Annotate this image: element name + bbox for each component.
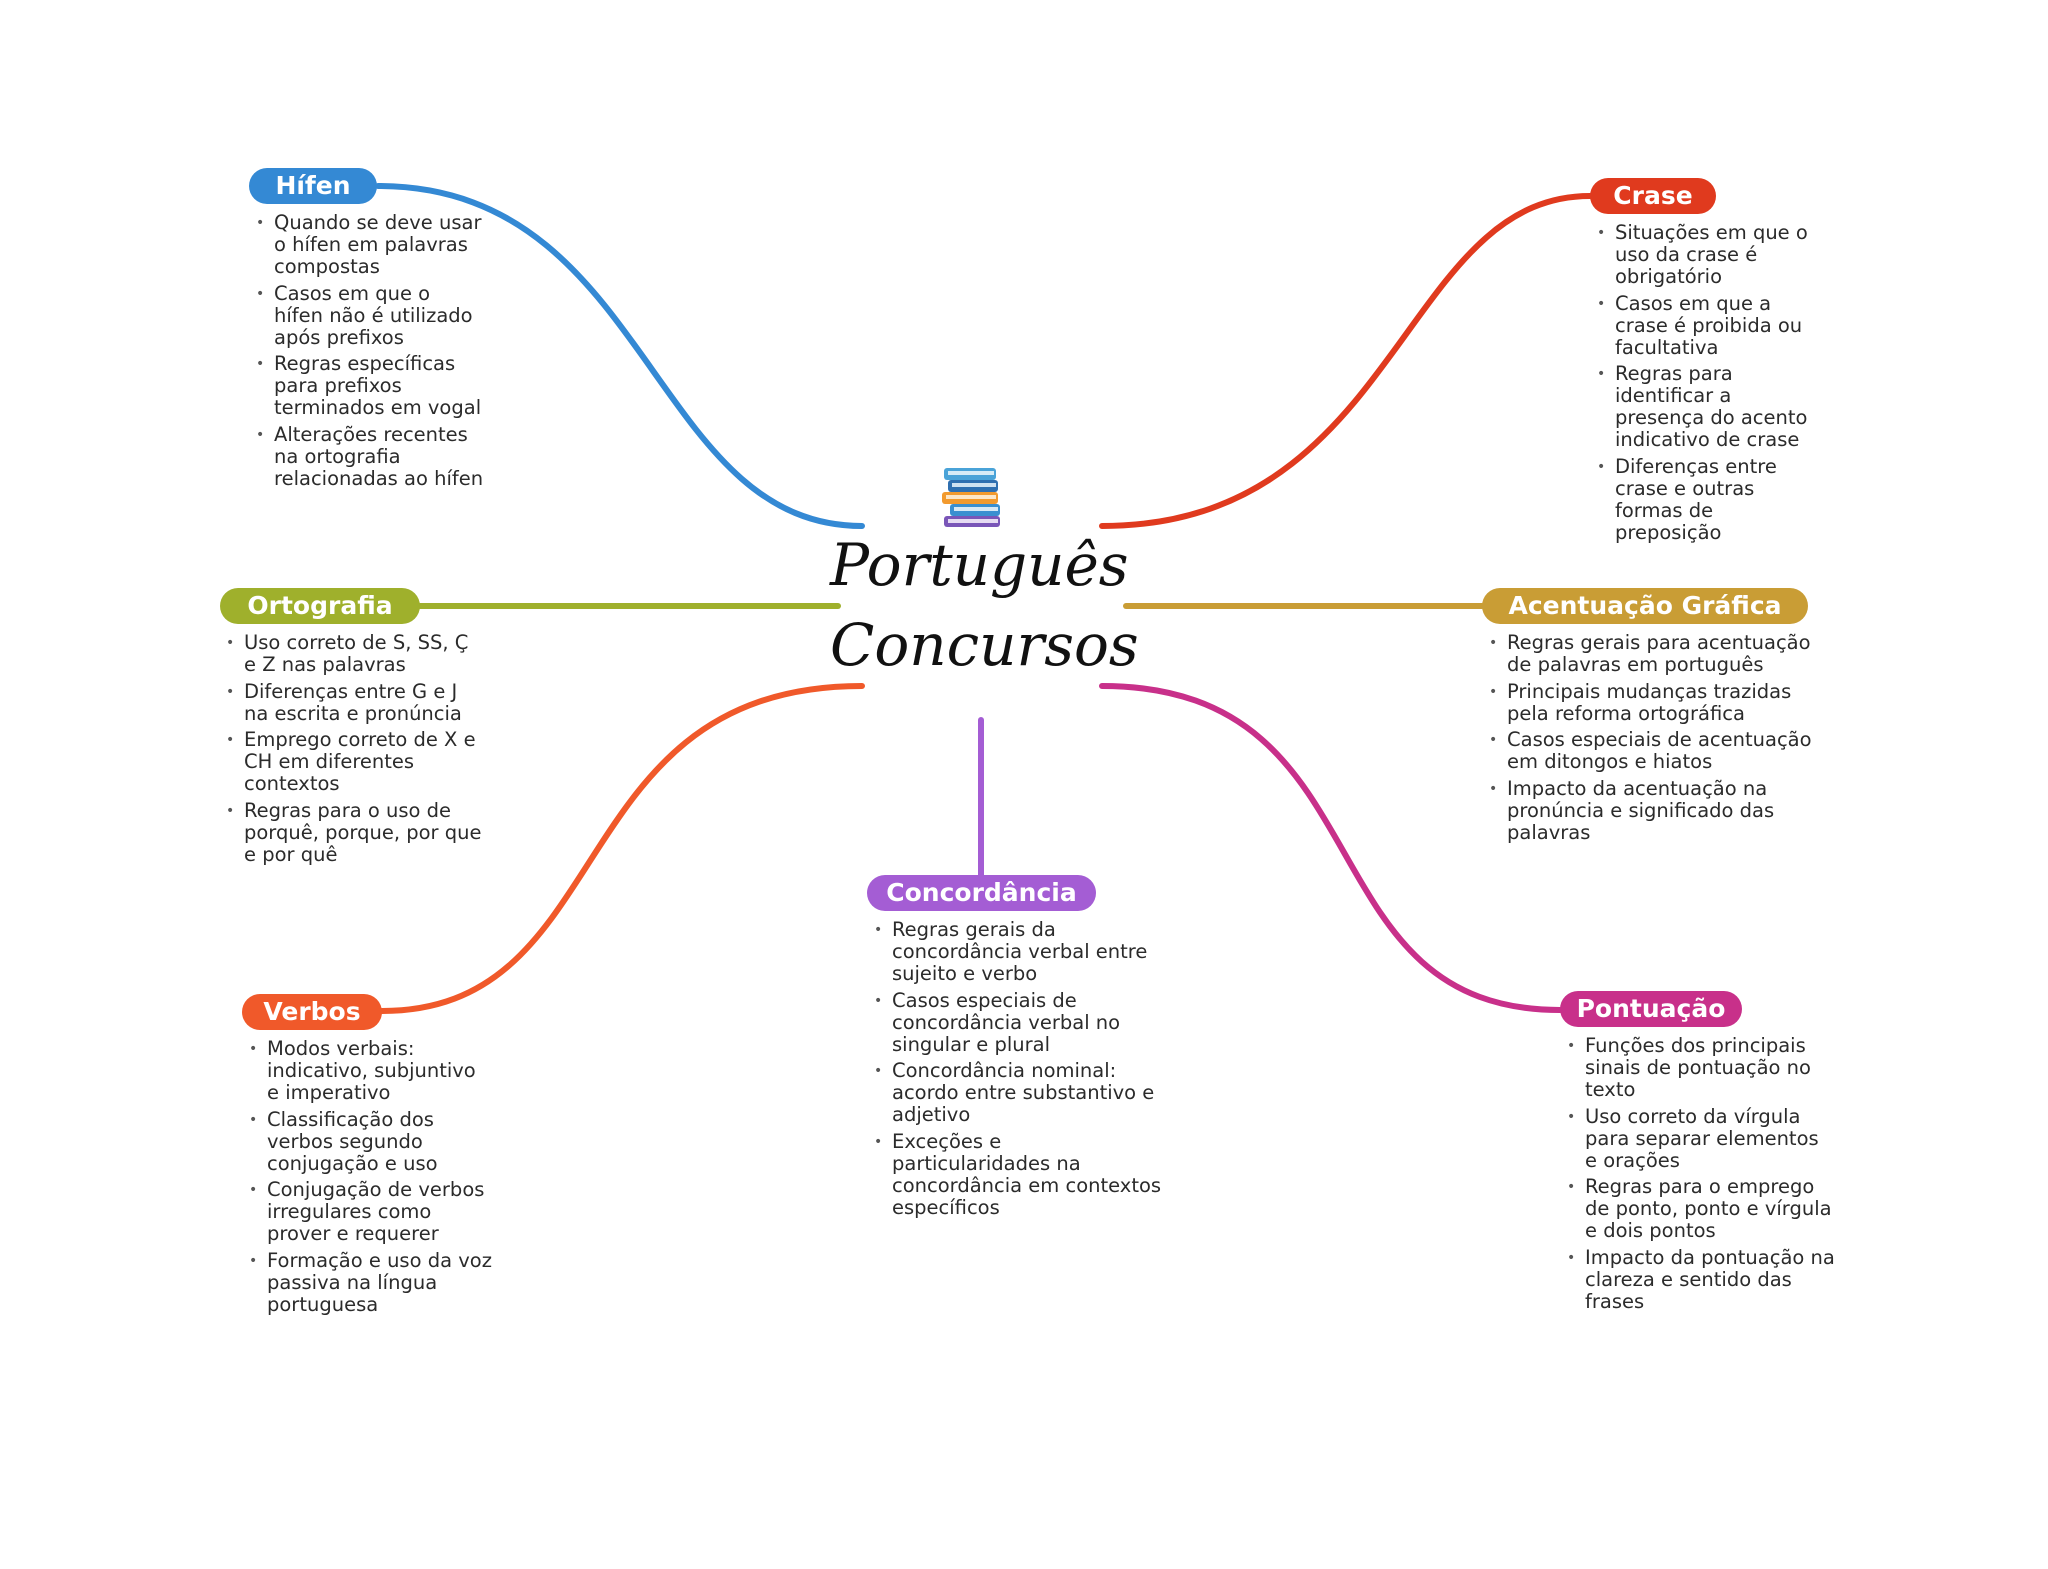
ortografia-item: Emprego correto de X e CH em diferentes … [226, 729, 484, 795]
acentuacao-item: Regras gerais para acentuação de palavra… [1489, 632, 1837, 676]
ortografia-item: Regras para o uso de porquê, porque, por… [226, 799, 484, 866]
acentuacao-list: Regras gerais para acentuação de palavra… [1485, 632, 1837, 848]
pontuacao-item: Regras para o emprego de ponto, ponto e … [1567, 1176, 1835, 1242]
hifen-item: Regras específicas para prefixos termina… [256, 353, 484, 419]
concordancia-item: Regras gerais da concordância verbal ent… [874, 919, 1162, 985]
books-icon [942, 468, 1000, 527]
acentuacao-item: Principais mudanças trazidas pela reform… [1489, 680, 1837, 725]
pontuacao-item: Impacto da pontuação na clareza e sentid… [1567, 1246, 1835, 1313]
central-title-line1: Português [830, 531, 1129, 599]
verbos-item: Formação e uso da voz passiva na língua … [249, 1249, 492, 1316]
topic-hifen[interactable]: Hífen [249, 168, 377, 204]
crase-item: Diferenças entre crase e outras formas d… [1597, 455, 1815, 544]
crase-item: Casos em que a crase é proibida ou facul… [1597, 292, 1815, 359]
central-topic: Português Concursos [830, 525, 1139, 685]
hifen-list: Quando se deve usar o hífen em palavras … [252, 212, 484, 494]
hifen-item: Alterações recentes na ortografia relaci… [256, 423, 484, 490]
concordancia-item: Concordância nominal: acordo entre subst… [874, 1060, 1162, 1126]
hifen-item: Casos em que o hífen não é utilizado apó… [256, 282, 484, 349]
topic-concordancia[interactable]: Concordância [867, 875, 1096, 911]
topic-acentuacao[interactable]: Acentuação Gráfica [1482, 588, 1808, 624]
verbos-list: Modos verbais: indicativo, subjuntivo e … [245, 1038, 492, 1320]
hifen-item: Quando se deve usar o hífen em palavras … [256, 212, 484, 278]
topic-ortografia[interactable]: Ortografia [220, 588, 420, 624]
acentuacao-item: Impacto da acentuação na pronúncia e sig… [1489, 777, 1837, 844]
crase-list: Situações em que o uso da crase é obriga… [1593, 222, 1815, 548]
connector-verbos [379, 683, 865, 1014]
topic-ortografia-label: Ortografia [247, 591, 393, 620]
topic-verbos[interactable]: Verbos [242, 994, 382, 1030]
topic-pontuacao-label: Pontuação [1576, 994, 1726, 1023]
central-title-line2: Concursos [830, 611, 1139, 679]
connector-hifen [375, 183, 865, 529]
verbos-item: Classificação dos verbos segundo conjuga… [249, 1108, 492, 1175]
connector-pontuacao [1099, 683, 1563, 1013]
ortografia-item: Diferenças entre G e J na escrita e pron… [226, 680, 484, 725]
topic-concordancia-label: Concordância [886, 878, 1077, 907]
ortografia-list: Uso correto de S, SS, Ç e Z nas palavras… [222, 632, 484, 870]
ortografia-item: Uso correto de S, SS, Ç e Z nas palavras [226, 632, 484, 676]
concordancia-item: Exceções e particularidades na concordân… [874, 1130, 1162, 1219]
topic-acentuacao-label: Acentuação Gráfica [1508, 591, 1782, 620]
verbos-item: Modos verbais: indicativo, subjuntivo e … [249, 1038, 492, 1104]
pontuacao-item: Uso correto da vírgula para separar elem… [1567, 1105, 1835, 1172]
topic-verbos-label: Verbos [263, 997, 361, 1026]
concordancia-list: Regras gerais da concordância verbal ent… [870, 919, 1162, 1223]
topic-pontuacao[interactable]: Pontuação [1560, 991, 1742, 1027]
crase-item: Regras para identificar a presença do ac… [1597, 363, 1815, 451]
verbos-item: Conjugação de verbos irregulares como pr… [249, 1179, 492, 1245]
pontuacao-item: Funções dos principais sinais de pontuaç… [1567, 1035, 1835, 1101]
concordancia-item: Casos especiais de concordância verbal n… [874, 989, 1162, 1056]
pontuacao-list: Funções dos principais sinais de pontuaç… [1563, 1035, 1835, 1317]
acentuacao-item: Casos especiais de acentuação em ditongo… [1489, 729, 1837, 773]
connector-crase [1099, 193, 1593, 529]
crase-item: Situações em que o uso da crase é obriga… [1597, 222, 1815, 288]
topic-hifen-label: Hífen [275, 171, 351, 200]
topic-crase-label: Crase [1613, 181, 1693, 210]
topic-crase[interactable]: Crase [1590, 178, 1716, 214]
